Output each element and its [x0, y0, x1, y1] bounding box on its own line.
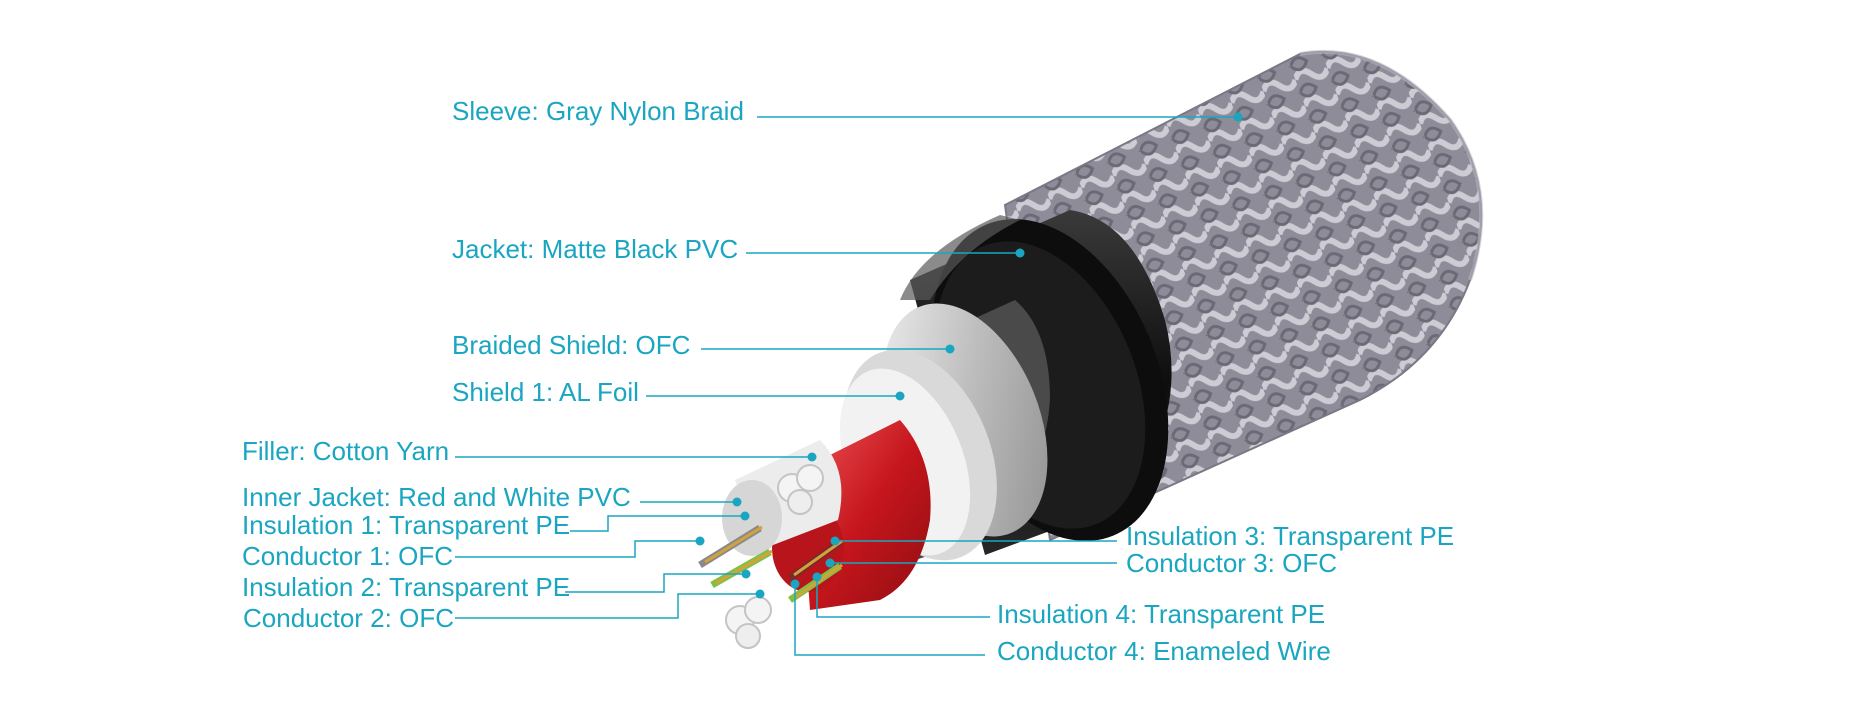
label-sleeve: Sleeve: Gray Nylon Braid — [452, 96, 744, 126]
conductor-4-wire — [788, 563, 843, 603]
label-inner-jacket: Inner Jacket: Red and White PVC — [242, 482, 631, 512]
label-conductor3: Conductor 3: OFC — [1126, 548, 1337, 578]
leader-conductor1 — [455, 540, 700, 558]
leader-insulation1 — [570, 515, 745, 532]
dot-filler — [807, 452, 817, 462]
dot-conductor3 — [825, 558, 835, 568]
leader-conductor4 — [794, 584, 985, 656]
label-insulation4: Insulation 4: Transparent PE — [997, 599, 1326, 629]
dot-jacket — [1015, 248, 1025, 258]
conductors — [698, 525, 843, 603]
label-jacket: Jacket: Matte Black PVC — [452, 234, 739, 264]
dot-shield1 — [895, 391, 905, 401]
label-braided-shield: Braided Shield: OFC — [452, 330, 691, 360]
dot-insulation1 — [740, 511, 750, 521]
dot-conductor2 — [755, 589, 765, 599]
leader-insulation2 — [565, 573, 746, 593]
conductor-1-wire — [698, 525, 763, 568]
dot-conductor4 — [790, 579, 800, 589]
leader-dots — [695, 112, 1243, 599]
dot-inner-jacket — [732, 497, 742, 507]
label-conductor4: Conductor 4: Enameled Wire — [997, 636, 1331, 666]
label-conductor1: Conductor 1: OFC — [242, 541, 453, 571]
label-shield1: Shield 1: AL Foil — [452, 377, 639, 407]
dot-conductor1 — [695, 536, 705, 546]
conductor-3-wire — [787, 539, 843, 581]
label-insulation1: Insulation 1: Transparent PE — [242, 510, 571, 540]
label-insulation3: Insulation 3: Transparent PE — [1126, 521, 1455, 551]
dot-insulation3 — [830, 536, 840, 546]
dot-sleeve — [1233, 112, 1243, 122]
inner-jacket-layer — [722, 420, 931, 610]
leader-insulation4 — [816, 577, 990, 618]
dot-insulation4 — [812, 572, 822, 582]
filler-bundle — [725, 464, 824, 649]
leader-lines — [455, 116, 1238, 656]
conductor-2-wire — [710, 548, 773, 589]
label-conductor2: Conductor 2: OFC — [243, 603, 454, 633]
label-filler: Filler: Cotton Yarn — [242, 436, 450, 466]
leader-conductor2 — [455, 593, 760, 619]
label-insulation2: Insulation 2: Transparent PE — [242, 572, 571, 602]
dot-braided-shield — [945, 344, 955, 354]
dot-insulation2 — [741, 569, 751, 579]
